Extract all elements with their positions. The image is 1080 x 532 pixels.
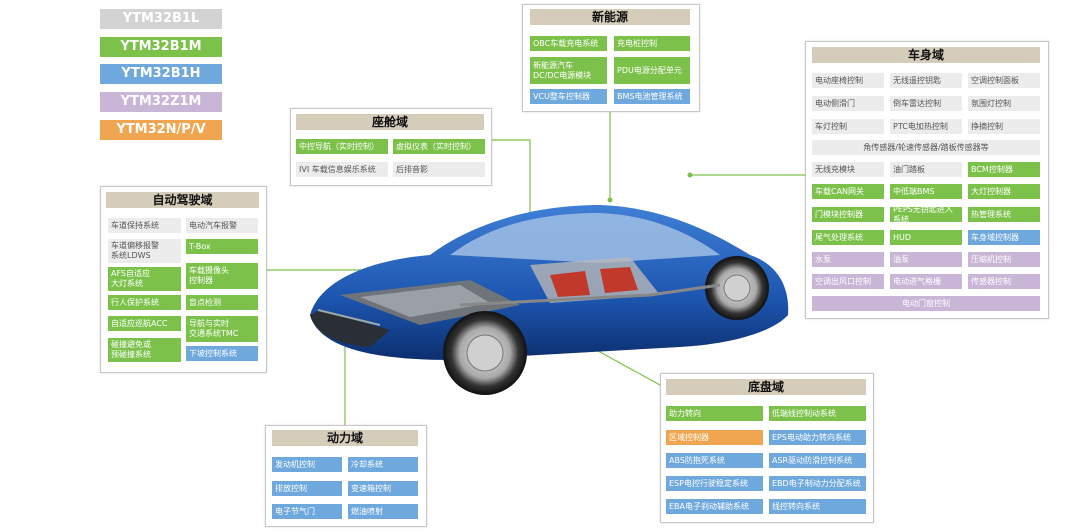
cell-charging-pile: 充电桩控制 (614, 36, 690, 51)
cell-emission: 排放控制 (272, 481, 342, 496)
cell-obc: OBC车载充电系统 (530, 36, 607, 51)
cell-power-steering: 助力转向 (666, 406, 763, 421)
legend-ytm32npv: YTM32N/P/V (100, 120, 222, 140)
panel-adas-title: 自动驾驶域 (106, 192, 259, 208)
legend-ytm32b1m: YTM32B1M (100, 37, 222, 57)
cell-cooling: 冷却系统 (348, 457, 418, 472)
cell-center-nav: 中控导航（实时控制） (296, 139, 388, 154)
cell-reverse-radar: 倒车雷达控制 (890, 96, 962, 111)
cell-asr: ASR驱动防滑控制系统 (769, 453, 866, 468)
cell-water-pump: 水泵 (812, 252, 884, 267)
cell-ac-panel: 空调控制面板 (968, 73, 1040, 88)
cell-sbw: 线控转向系统 (769, 499, 866, 514)
cell-rear-av: 后排音影 (393, 162, 485, 177)
cell-bcm: BCM控制器 (968, 162, 1040, 177)
cell-low-bbw: 低端线控制动系统 (769, 406, 866, 421)
cell-eba: EBA电子刹动辅助系统 (666, 499, 763, 514)
cell-camera-ctrl: 车载摄像头 控制器 (186, 263, 258, 289)
cell-throttle-pedal: 油门踏板 (890, 162, 962, 177)
panel-chassis-title: 底盘域 (666, 379, 866, 395)
cell-lane-keep: 车道保持系统 (108, 218, 181, 233)
cell-window: 电动门窗控制 (812, 296, 1040, 311)
cell-body-domain: 车身域控制器 (968, 230, 1040, 245)
cell-acc: 自适应巡航ACC (108, 316, 181, 331)
cell-tmc: 导航与实时 交通系统TMC (186, 316, 258, 342)
cell-compressor: 压缩机控制 (968, 252, 1040, 267)
cell-sensors: 角传感器/轮速传感器/踏板传感器等 (812, 140, 1040, 155)
cell-grille: 电动进气格栅 (890, 274, 962, 289)
cell-ambient-light: 氛围灯控制 (968, 96, 1040, 111)
legend-ytm32b1l: YTM32B1L (100, 9, 222, 29)
panel-cockpit-title: 座舱域 (296, 114, 484, 130)
cell-wiper: 挣摘控制 (968, 119, 1040, 134)
cell-dcdc: 新能源汽车 DC/DC电源模块 (530, 57, 607, 84)
cell-afs: AFS自适应 大灯系统 (108, 267, 181, 291)
cell-door-module: 门模块控制器 (812, 207, 884, 222)
cell-abs: ABS防抱死系统 (666, 453, 763, 468)
panel-chassis (660, 373, 874, 523)
cell-sliding-door: 电动侧滑门 (812, 96, 884, 111)
cell-ivi: IVI 车载信息娱乐系统 (296, 162, 388, 177)
cell-vcu: VCU整车控制器 (530, 89, 607, 104)
cell-low-bms: 中低端BMS (890, 184, 962, 199)
cell-can-gateway: 车载CAN网关 (812, 184, 884, 199)
cell-esp: ESP电控行驶稳定系统 (666, 476, 763, 491)
cell-sensor-ctrl: 传感器控制 (968, 274, 1040, 289)
panel-powertrain-title: 动力域 (272, 430, 418, 446)
car-illustration (310, 205, 789, 395)
cell-rke: 无线遥控钥匙 (890, 73, 962, 88)
cell-air-outlet: 空调出风口控制 (812, 274, 884, 289)
cell-tbox: T-Box (186, 239, 258, 254)
cell-lamp: 车灯控制 (812, 119, 884, 134)
cell-ptc: PTC电加热控制 (890, 119, 962, 134)
cell-blind-spot: 盲点检测 (186, 295, 258, 310)
cell-peps: PEPS无钥匙进入系统 (890, 207, 962, 222)
cell-zone-controller: 区域控制器 (666, 430, 763, 445)
cell-downhill: 下坡控制系统 (186, 346, 258, 361)
legend-ytm32z1m: YTM32Z1M (100, 92, 222, 112)
cell-etc: 电子节气门 (272, 504, 342, 519)
cell-oil-pump: 油泵 (890, 252, 962, 267)
cell-ebd: EBD电子制动力分配系统 (769, 476, 866, 491)
cell-headlamp: 大灯控制器 (968, 184, 1040, 199)
cell-bms: BMS电池管理系统 (614, 89, 690, 104)
panel-new-energy-title: 新能源 (530, 9, 690, 25)
cell-fuel-injection: 燃油喷射 (348, 504, 418, 519)
panel-body-title: 车身域 (812, 47, 1040, 63)
cell-wireless-charge: 无线充模块 (812, 162, 884, 177)
cell-thermal: 热管理系统 (968, 207, 1040, 222)
cell-ldws: 车道偏移报警 系统LDWS (108, 239, 181, 263)
cell-collision: 碰撞避免或 预碰撞系统 (108, 338, 181, 362)
cell-hud: HUD (890, 230, 962, 245)
cell-virtual-cluster: 虚拟仪表（实时控制） (393, 139, 485, 154)
legend-ytm32b1h: YTM32B1H (100, 64, 222, 84)
cell-pdu: PDU电源分配单元 (614, 57, 690, 84)
cell-ev-alarm: 电动汽车报警 (186, 218, 258, 233)
cell-transmission: 变速箱控制 (348, 481, 418, 496)
cell-exhaust: 尾气处理系统 (812, 230, 884, 245)
cell-pedestrian: 行人保护系统 (108, 295, 181, 310)
cell-power-seat: 电动座椅控制 (812, 73, 884, 88)
cell-eps: EPS电动助力转向系统 (769, 430, 866, 445)
cell-engine: 发动机控制 (272, 457, 342, 472)
